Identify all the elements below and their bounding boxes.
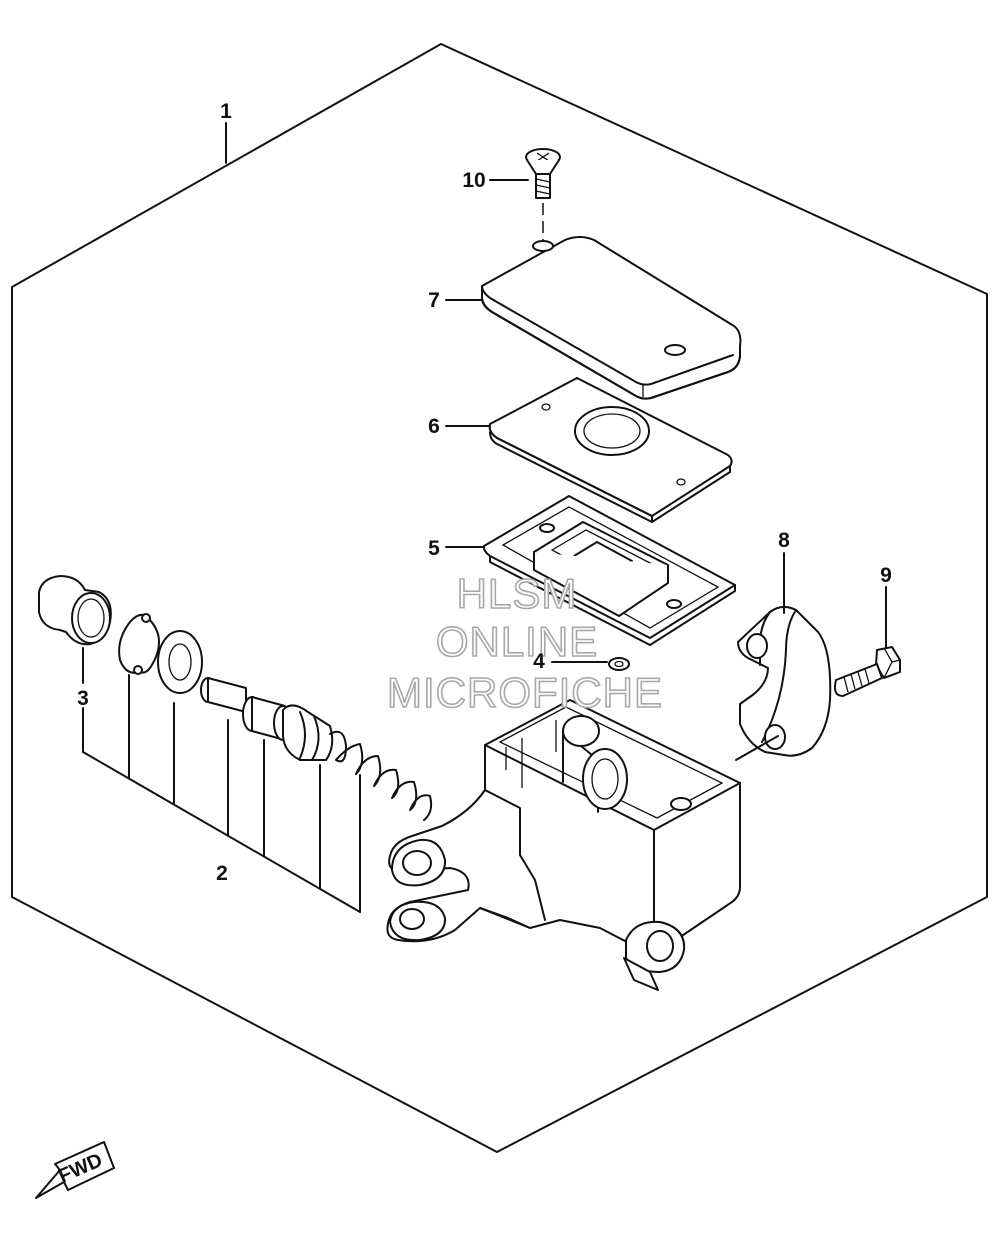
callout-3[interactable]: 3 [77,687,89,710]
reservoir-boot-part-5[interactable] [482,495,736,646]
bolt-part-9[interactable] [833,646,901,697]
watermark-line3: MICROFICHE [387,669,663,716]
screw-part-10[interactable] [525,148,561,199]
clamp-part-8[interactable] [737,606,832,757]
circlip[interactable] [118,613,160,675]
fwd-arrow: FWD [35,1141,115,1199]
callout-5[interactable]: 5 [428,537,440,560]
callout-2[interactable]: 2 [216,862,228,885]
watermark-line2: ONLINE [436,618,598,665]
piston-boot-part-3[interactable] [38,575,112,646]
master-cylinder-body[interactable] [386,699,741,991]
piston-spring-assembly[interactable] [200,677,433,821]
watermark: HLSM ONLINE MICROFICHE [386,569,663,717]
diaphragm-plate-part-6[interactable] [488,377,733,523]
washer[interactable] [157,630,203,694]
leader-bracket-2 [82,674,361,913]
callout-10[interactable]: 10 [462,169,485,192]
callout-1[interactable]: 1 [220,100,232,123]
leader-8-to-body [735,735,779,761]
assembly-outline [11,43,988,1153]
o-ring-part-4[interactable] [608,657,630,671]
callout-8[interactable]: 8 [778,529,790,552]
callout-9[interactable]: 9 [880,564,892,587]
callout-4[interactable]: 4 [533,650,545,673]
watermark-line1: HLSM [457,570,578,617]
callout-6[interactable]: 6 [428,415,440,438]
callout-7[interactable]: 7 [428,289,440,312]
reservoir-cap-part-7[interactable] [481,236,742,400]
